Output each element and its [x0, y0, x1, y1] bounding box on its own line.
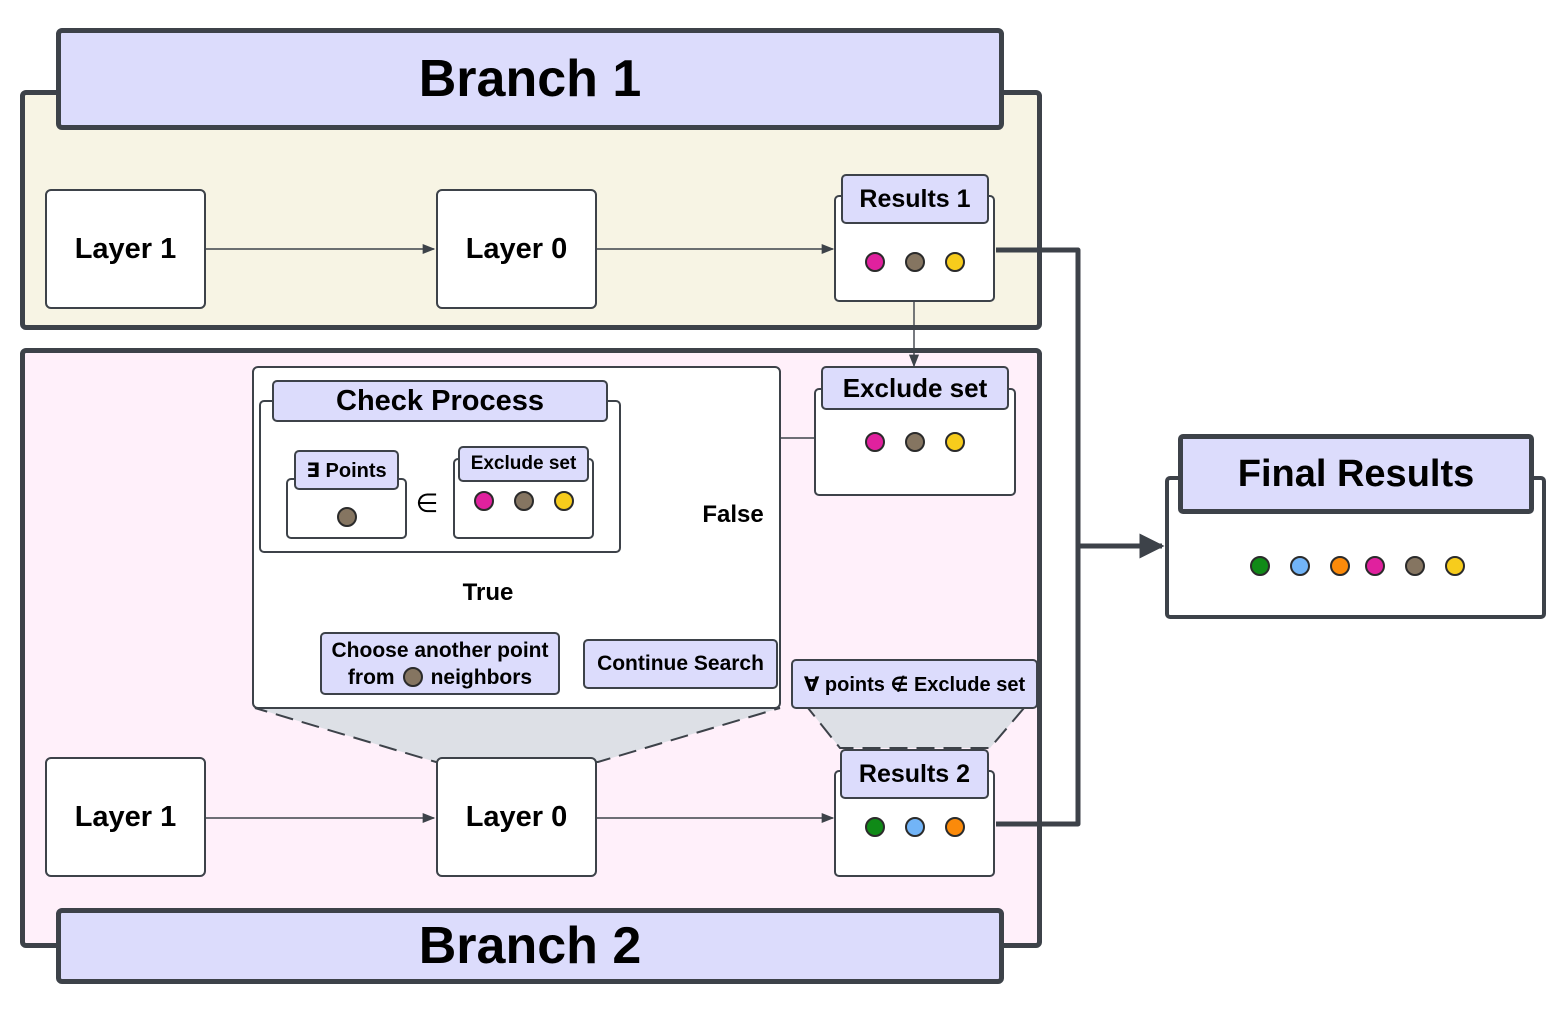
true-label: True [462, 579, 514, 606]
choose-from-text: from [347, 665, 395, 689]
final-results-dot [1330, 556, 1350, 576]
branch-2-layer-1: Layer 1 [45, 757, 206, 877]
continue-search-box: Continue Search [583, 639, 778, 689]
final-results-title: Final Results [1178, 434, 1534, 514]
inner-exclude-set-dot [514, 491, 534, 511]
results-2-dot [905, 817, 925, 837]
branch-1-layer-0: Layer 0 [436, 189, 597, 309]
inner-exclude-set-dot [474, 491, 494, 511]
choose-point-dot [402, 667, 423, 687]
results-2-dot [865, 817, 885, 837]
exists-points-dot [337, 507, 357, 527]
check-process-title: Check Process [272, 380, 608, 422]
branch-1-title: Branch 1 [56, 28, 1004, 130]
inner-exclude-set-dot [554, 491, 574, 511]
exclude-set-title: Exclude set [821, 366, 1009, 410]
zoom-trapezoid-results [805, 707, 1027, 749]
exclude-set-dot [945, 432, 965, 452]
zoom-trapezoid-check [254, 707, 781, 763]
results-2-dot [945, 817, 965, 837]
choose-line-1: Choose another point [331, 638, 549, 662]
choose-another-point-box: Choose another point from neighbors [320, 632, 560, 695]
choose-neighbors-text: neighbors [430, 665, 533, 689]
results-2-title: Results 2 [840, 749, 989, 799]
branch-2-title: Branch 2 [56, 908, 1004, 984]
final-results-dot [1250, 556, 1270, 576]
false-label: False [702, 501, 764, 528]
forall-points-label: ∀ points ∉ Exclude set [791, 659, 1038, 709]
final-results-dot [1290, 556, 1310, 576]
final-results-dot [1365, 556, 1385, 576]
final-results-dot [1405, 556, 1425, 576]
results-1-dot [865, 252, 885, 272]
exclude-set-dot [905, 432, 925, 452]
results-1-dot [945, 252, 965, 272]
exists-points-title: ∃ Points [294, 450, 399, 490]
element-of-symbol: ∈ [415, 487, 439, 518]
branch-1-layer-1: Layer 1 [45, 189, 206, 309]
exclude-set-dot [865, 432, 885, 452]
branch-2-layer-0: Layer 0 [436, 757, 597, 877]
results-1-dot [905, 252, 925, 272]
inner-exclude-set-title: Exclude set [458, 446, 589, 482]
choose-line-2: from neighbors [348, 664, 532, 691]
results-1-title: Results 1 [841, 174, 989, 224]
final-results-dot [1445, 556, 1465, 576]
